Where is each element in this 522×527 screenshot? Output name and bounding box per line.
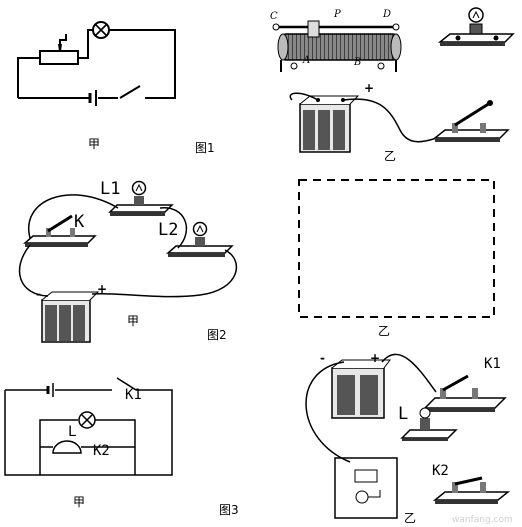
fig3-label-yi: 乙 — [404, 511, 417, 525]
figure1-schematic — [17, 21, 176, 106]
fig2-label-jia: 甲 — [127, 314, 140, 328]
figure2-apparatus — [18, 180, 238, 343]
lamp-l1-label: L1 — [100, 179, 121, 199]
fig3-switch-k1-label: K1 — [125, 387, 142, 403]
terminal-d: D — [383, 9, 392, 20]
battery-pack — [299, 95, 360, 153]
lamp-on-board — [437, 7, 515, 46]
fig3-caption: 图3 — [219, 503, 239, 517]
fig1-plus-sign: + — [364, 81, 375, 95]
fig2-plus-sign: + — [97, 282, 108, 296]
fig3-minus-sign: - — [320, 351, 325, 365]
figure3-apparatus — [305, 353, 511, 519]
lamp-l2-label: L2 — [158, 220, 179, 240]
knife-switch — [432, 100, 510, 142]
wire — [289, 92, 319, 101]
rheostat — [272, 20, 402, 72]
terminal-c: C — [270, 11, 278, 22]
fig2-caption: 图2 — [207, 328, 227, 342]
answer-box — [298, 179, 495, 318]
fig1-label-yi: 乙 — [384, 149, 397, 163]
fig3-label-jia: 甲 — [73, 495, 86, 509]
fig3-yi-lamp-l-label: L — [398, 404, 409, 424]
fig2-minus-sign: - — [36, 287, 41, 301]
fig1-label-jia: 甲 — [88, 137, 101, 151]
figure3-schematic — [4, 377, 173, 476]
terminal-b: B — [354, 57, 362, 68]
fig1-caption: 图1 — [195, 141, 215, 155]
switch-k-label: K — [74, 212, 85, 232]
terminal-a: A — [303, 55, 311, 66]
fig3-switch-k2-label: K2 — [93, 443, 110, 459]
fig3-yi-switch-k1-label: K1 — [484, 356, 501, 372]
fig3-lamp-l-label: L — [68, 424, 77, 440]
fig3-yi-switch-k2-label: K2 — [432, 463, 449, 479]
terminal-p: P — [334, 9, 341, 20]
watermark: wanfang.com — [452, 515, 513, 525]
fig3-plus-sign: + — [370, 351, 381, 365]
fig2-label-yi: 乙 — [378, 324, 391, 338]
